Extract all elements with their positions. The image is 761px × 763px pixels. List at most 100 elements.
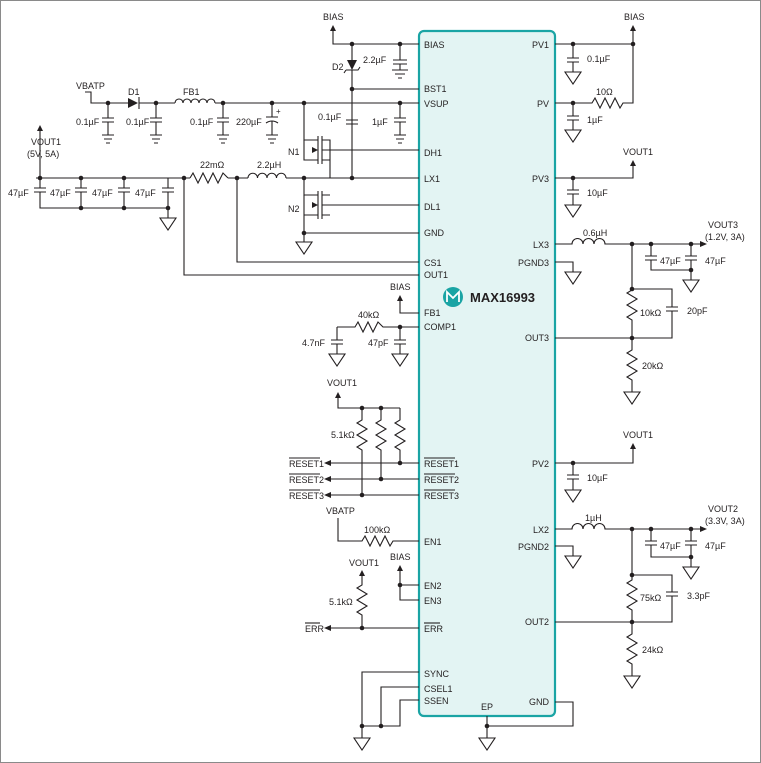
c-out3-b-value: 47µF xyxy=(705,256,726,266)
l2-value: 1µH xyxy=(585,513,602,523)
pin-pv2: PV2 xyxy=(532,459,549,469)
r-reset-3 xyxy=(393,408,407,463)
pin-bias: BIAS xyxy=(424,40,445,50)
n2-mosfet xyxy=(303,178,419,219)
c-out2-b-value: 47µF xyxy=(705,541,726,551)
gnd-right-net xyxy=(487,701,574,727)
pin-en1: EN1 xyxy=(424,537,442,547)
bias-arrow xyxy=(330,25,336,31)
c-comp-b xyxy=(390,327,410,367)
pin-vsup: VSUP xyxy=(424,99,449,109)
bias-label-fb1: BIAS xyxy=(390,282,411,292)
c-in-2 xyxy=(150,103,162,144)
c-in-1-value: 0.1µF xyxy=(76,117,100,127)
c-bst-value: 0.1µF xyxy=(318,112,342,122)
pin-out2: OUT2 xyxy=(525,617,549,627)
fb1-bead xyxy=(174,98,216,104)
c-bias xyxy=(392,44,408,79)
r-fb2-bot xyxy=(622,622,642,689)
r-fb3-bot xyxy=(622,338,642,405)
r-comp xyxy=(337,320,419,334)
pin-dh1: DH1 xyxy=(424,148,442,158)
reset3-output-label: RESET3 xyxy=(289,491,324,501)
r-pv-value: 10Ω xyxy=(596,87,613,97)
vout1-label-pv2: VOUT1 xyxy=(623,430,653,440)
c-in-bulk-value: 220µF xyxy=(236,117,262,127)
err-output-label: ERR xyxy=(305,624,325,634)
bias-label-top: BIAS xyxy=(323,12,344,22)
bias-label-en: BIAS xyxy=(390,552,411,562)
c-out1-d xyxy=(158,178,178,231)
r-fb2-bot-value: 24kΩ xyxy=(642,645,664,655)
pin-gnd-right: GND xyxy=(529,697,550,707)
vout3-label: VOUT3 xyxy=(708,220,738,230)
c-pv1 xyxy=(563,44,583,85)
c-vsup xyxy=(394,103,406,144)
pin-fb1: FB1 xyxy=(424,308,441,318)
c-ff3 xyxy=(555,288,678,339)
pin-reset3: RESET3 xyxy=(424,491,459,501)
vout1-label-pv3: VOUT1 xyxy=(623,147,653,157)
fb1-net xyxy=(399,300,419,314)
c-in-2-value: 0.1µF xyxy=(126,117,150,127)
maxim-logo-icon xyxy=(443,287,463,307)
vout1-label-reset: VOUT1 xyxy=(327,378,357,388)
pin-gnd-left: GND xyxy=(424,228,445,238)
pin-ssen: SSEN xyxy=(424,696,449,706)
pin-pv3: PV3 xyxy=(532,174,549,184)
c-pv1-value: 0.1µF xyxy=(587,54,611,64)
c-ff2-value: 3.3pF xyxy=(687,591,711,601)
c-pv2 xyxy=(563,463,583,503)
c-out3-a xyxy=(645,244,691,271)
pin-lx2: LX2 xyxy=(533,525,549,535)
c-bias-value: 2.2µF xyxy=(363,55,387,65)
r-fb3-top xyxy=(625,244,639,338)
c-in-3-value: 0.1µF xyxy=(190,117,214,127)
r-reset-1 xyxy=(355,408,369,495)
sync-gnd xyxy=(352,671,419,751)
vout2-label: VOUT2 xyxy=(708,504,738,514)
vbatp-label-en1: VBATP xyxy=(326,506,355,516)
pgnd2-gnd xyxy=(555,545,583,569)
d1-label: D1 xyxy=(128,87,140,97)
pin-cs1: CS1 xyxy=(424,258,442,268)
pv1-net xyxy=(555,30,634,45)
reset-lines xyxy=(330,462,419,496)
r-err-value: 5.1kΩ xyxy=(329,597,353,607)
c-in-1 xyxy=(102,103,114,144)
c-bst xyxy=(346,119,358,125)
pin-out1: OUT1 xyxy=(424,270,448,280)
r-sense-value: 22mΩ xyxy=(200,160,225,170)
cs1-net xyxy=(236,178,419,263)
vbatp-label: VBATP xyxy=(76,81,105,91)
n2-label: N2 xyxy=(288,204,300,214)
reset1-output-label: RESET1 xyxy=(289,459,324,469)
c-out3-a-value: 47µF xyxy=(660,256,681,266)
c-out1-a-value: 47µF xyxy=(8,188,29,198)
l3-value: 0.6µH xyxy=(583,228,607,238)
r-err xyxy=(355,575,369,628)
pin-dl1: DL1 xyxy=(424,202,441,212)
c-out3-b xyxy=(681,244,701,293)
r-reset-2 xyxy=(374,408,388,479)
fb1-label: FB1 xyxy=(183,87,200,97)
r-en1-value: 100kΩ xyxy=(364,525,391,535)
vout2-rating: (3.3V, 3A) xyxy=(705,516,745,526)
r-fb2-top xyxy=(625,529,639,622)
polarity-plus: + xyxy=(276,107,281,116)
pv3-net xyxy=(555,165,634,179)
c-pv3 xyxy=(563,178,583,218)
c-pv2-value: 10µF xyxy=(587,473,608,483)
c-out1-c-value: 47µF xyxy=(92,188,113,198)
gnd-n2 xyxy=(294,232,419,255)
d2-zener xyxy=(347,60,357,70)
part-number: MAX16993 xyxy=(470,290,535,305)
r-en1 xyxy=(337,518,419,548)
pin-reset1: RESET1 xyxy=(424,459,459,469)
pin-lx3: LX3 xyxy=(533,240,549,250)
c-in-3 xyxy=(217,103,229,144)
pin-pgnd2: PGND2 xyxy=(518,542,549,552)
pin-en2: EN2 xyxy=(424,581,442,591)
pin-comp1: COMP1 xyxy=(424,322,456,332)
